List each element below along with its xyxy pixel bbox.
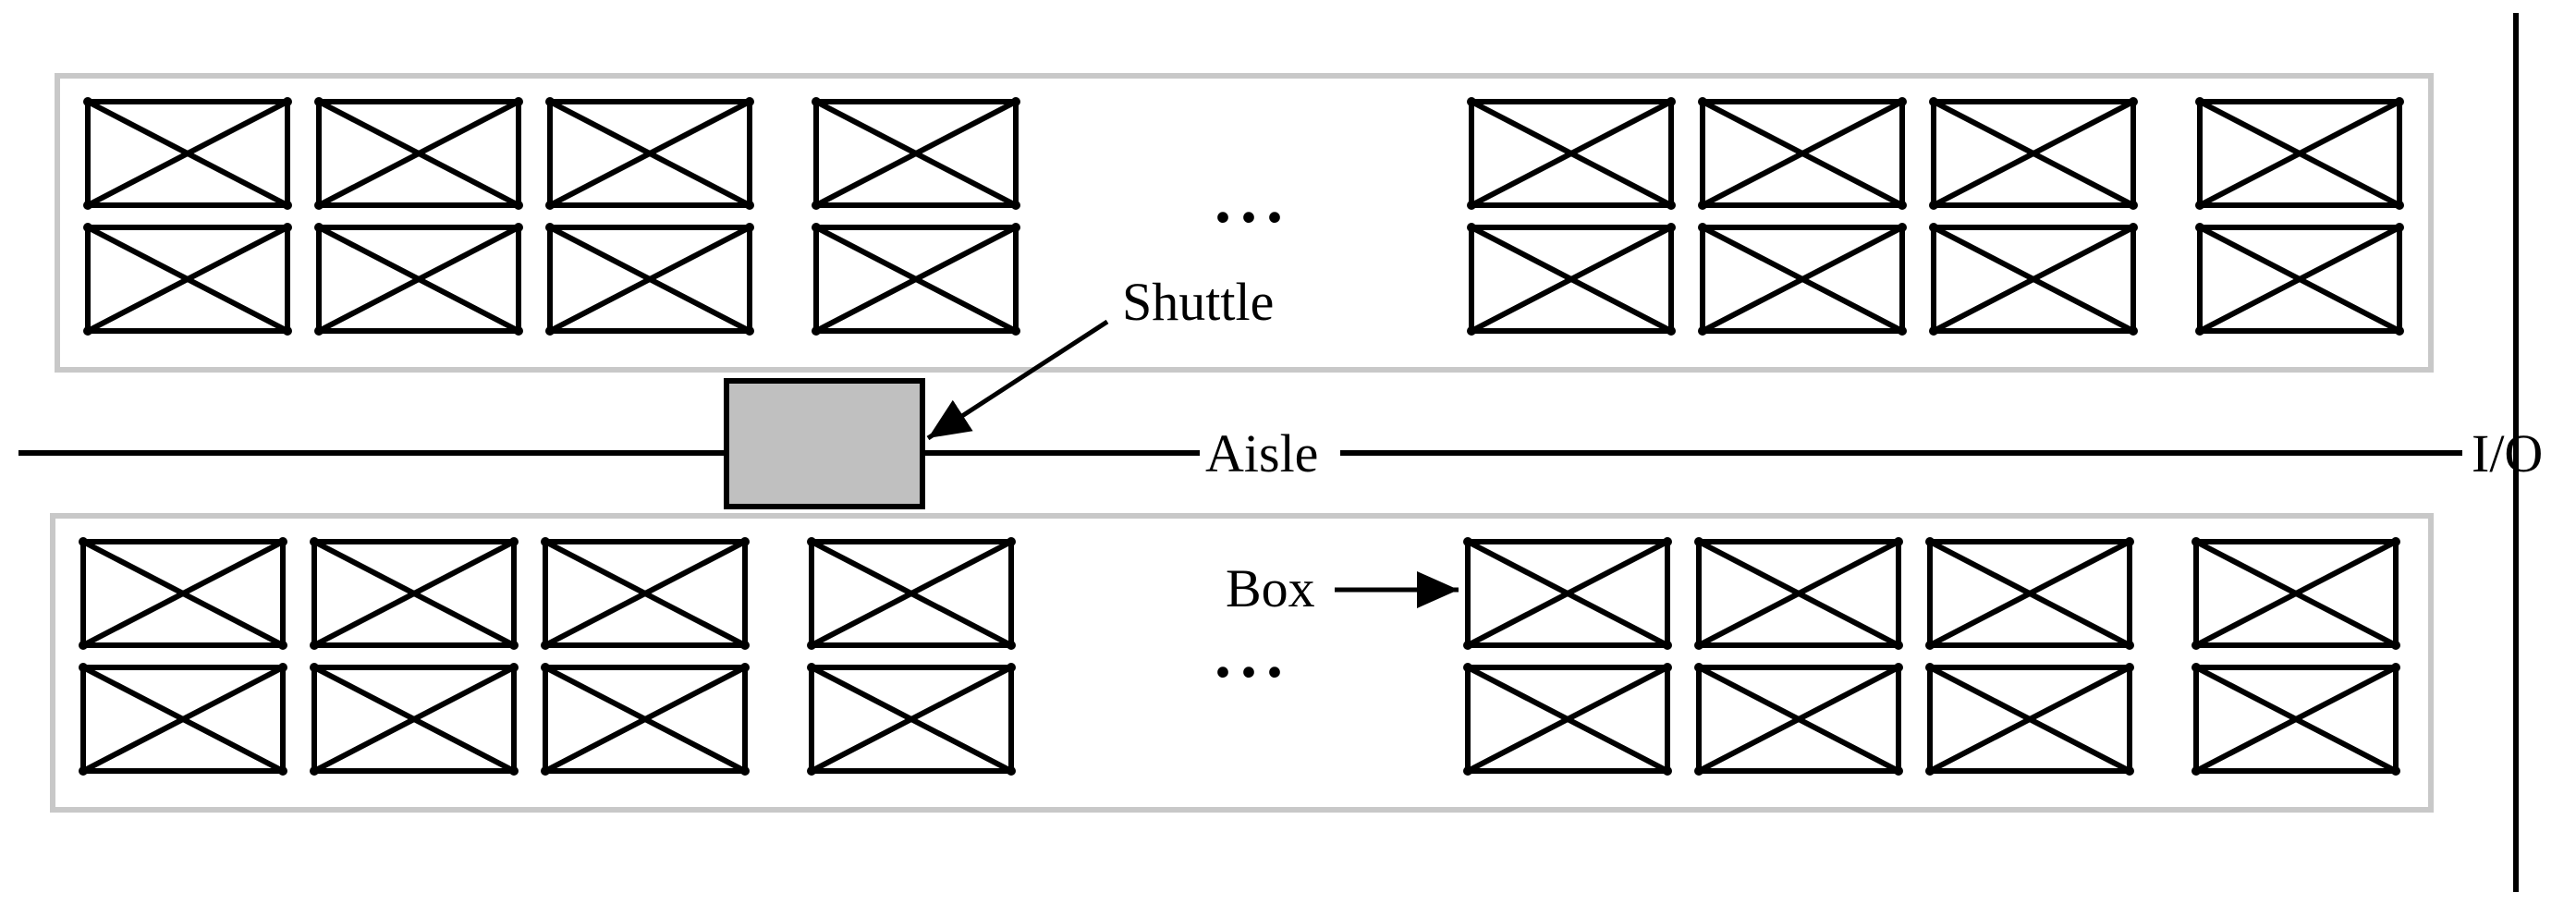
io-label: I/O — [2472, 423, 2543, 483]
storage-box — [1698, 223, 1907, 336]
storage-box — [1929, 97, 2138, 210]
storage-box — [2195, 223, 2404, 336]
shuttle — [724, 378, 925, 509]
storage-box — [1694, 663, 1903, 776]
storage-box — [310, 663, 519, 776]
storage-box — [545, 97, 754, 210]
storage-box — [1925, 663, 2134, 776]
storage-box — [1467, 223, 1676, 336]
storage-box — [1698, 97, 1907, 210]
storage-box — [79, 537, 287, 650]
storage-box — [541, 537, 750, 650]
storage-box — [1925, 537, 2134, 650]
storage-box — [79, 663, 287, 776]
storage-box — [2191, 537, 2400, 650]
storage-box — [807, 537, 1016, 650]
storage-box — [2195, 97, 2404, 210]
storage-box — [314, 97, 523, 210]
storage-box — [807, 663, 1016, 776]
storage-box — [545, 223, 754, 336]
lower-ellipsis: ... — [1215, 618, 1292, 691]
storage-box — [1463, 663, 1672, 776]
storage-box — [83, 97, 292, 210]
storage-box — [310, 537, 519, 650]
storage-box — [1463, 537, 1672, 650]
box-label: Box — [1226, 558, 1315, 618]
storage-box — [1929, 223, 2138, 336]
storage-box — [1467, 97, 1676, 210]
shuttle-label: Shuttle — [1122, 272, 1274, 332]
lower-rack — [50, 513, 2434, 813]
storage-box — [83, 223, 292, 336]
upper-rack-boxes — [83, 97, 2404, 336]
aisle-label: Aisle — [1205, 423, 1318, 483]
storage-box — [541, 663, 750, 776]
upper-ellipsis: ... — [1215, 163, 1292, 237]
shuttle-arrow — [926, 319, 1109, 441]
storage-box — [2191, 663, 2400, 776]
storage-box — [812, 97, 1020, 210]
storage-box — [314, 223, 523, 336]
lower-rack-boxes — [79, 537, 2400, 776]
upper-rack — [55, 73, 2434, 373]
storage-box — [1694, 537, 1903, 650]
storage-box — [812, 223, 1020, 336]
